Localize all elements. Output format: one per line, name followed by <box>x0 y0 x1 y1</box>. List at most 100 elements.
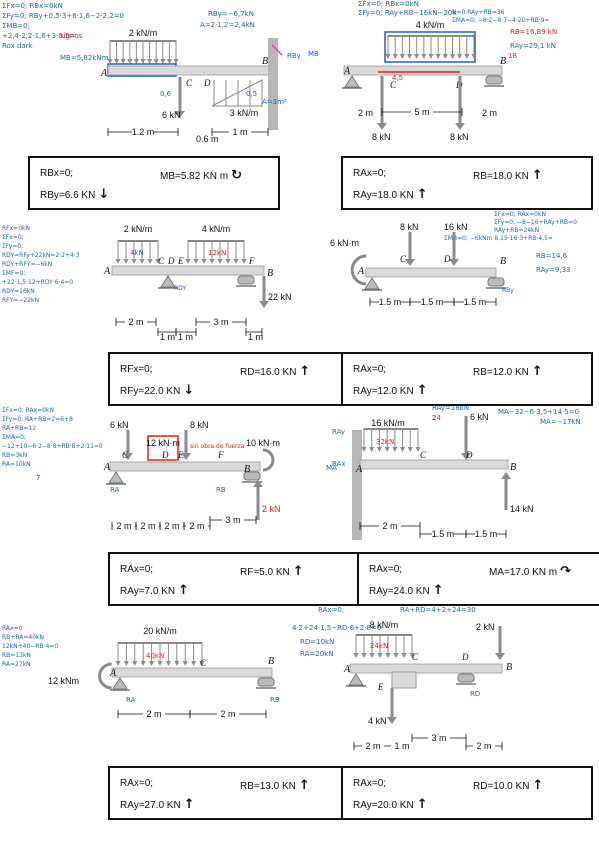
diagram-label: 4 kN/m <box>202 224 231 234</box>
handwritten-note: RB=3kN <box>2 452 27 459</box>
load-arrow-head <box>387 717 397 724</box>
distributed-load-arrow-head <box>123 259 129 264</box>
handwritten-note: ΣMB=0; −6kNm·8,15·16·3+RB·4,5= <box>444 235 553 242</box>
handwritten-note: RB=13kN <box>2 652 31 659</box>
dimension-label: 1.2 m <box>132 127 155 137</box>
diagram-label: 20 kN/m <box>143 626 177 636</box>
diagram-label: 2 kN/m <box>124 224 153 234</box>
handwritten-note: A=2·1,2=2,4kN <box>200 21 255 29</box>
distributed-load-arrow-head <box>421 54 427 59</box>
moment-arrow <box>262 448 275 472</box>
dimension-label: 2 m <box>189 521 204 531</box>
dimension-label-bg <box>113 520 135 531</box>
distributed-load-arrow-head <box>201 259 207 264</box>
answer-box-3: RFx=0; RFy=22.0 KN↓ RD=16.0 KN↑ <box>108 352 360 406</box>
distributed-load-arrow-head <box>140 661 146 666</box>
roller-support <box>487 277 505 287</box>
dimension-label: 2 m <box>220 709 235 719</box>
dimension-label-bg <box>210 316 232 327</box>
dimension-label: 2 m <box>128 317 143 327</box>
dimension-label: 3 m <box>431 733 446 743</box>
handwritten-note: 12kN <box>208 249 226 257</box>
answer-line: RAy=12.0 KN↑ <box>353 383 428 398</box>
diagram-label: C <box>420 450 427 460</box>
distributed-load-arrow-head <box>147 259 153 264</box>
handwritten-box <box>147 435 179 461</box>
diagram-label: 2 kN <box>476 622 495 632</box>
diagram-label: 3 kN/m <box>230 108 259 118</box>
diagram-label: 10 kN·m <box>246 438 280 448</box>
answer-line: RBx=0; <box>40 168 74 179</box>
distributed-load-arrow-head <box>435 54 441 59</box>
arrow-up-icon: ↑ <box>416 797 428 812</box>
distributed-load-arrow-head <box>377 653 383 658</box>
handwritten-note: ΣFy=0; RAy+RB−16kN−20k <box>358 9 457 17</box>
distributed-load-arrow-head <box>193 259 199 264</box>
beam <box>349 663 503 674</box>
distributed-load-bar <box>364 428 418 430</box>
distributed-load-arrow-head <box>428 54 434 59</box>
distributed-load-arrow-head <box>361 653 367 658</box>
answer-line: RB=18.0 KN↑ <box>473 168 543 183</box>
handwritten-note: RDY=16kN <box>2 288 35 295</box>
distributed-load-arrow-head <box>385 653 391 658</box>
distributed-load-arrow-head <box>471 54 477 59</box>
arrow-up-icon: ↑ <box>532 778 544 793</box>
diagram-label: D <box>465 450 473 460</box>
diagram-label: C <box>158 256 165 266</box>
handwritten-note: RDY+RFY=−6kN <box>2 261 52 268</box>
handwritten-note: RA=27kN <box>2 661 31 668</box>
handwritten-note: MB=5,82kNm <box>60 54 109 62</box>
diagram-label: E <box>177 450 184 460</box>
beam <box>111 667 273 678</box>
dimension-label: 2 m <box>482 108 497 118</box>
arrow-up-icon: ↑ <box>416 187 428 202</box>
handwritten-note: −12+10−6·2−8·8+RB·8+2·11=0 <box>2 443 103 450</box>
distributed-load-arrow-head <box>450 54 455 59</box>
diagram-label: 8 kN <box>190 420 209 430</box>
distributed-load-arrow-head <box>123 661 129 666</box>
diagram-label: D <box>443 254 451 264</box>
answer-box-1: RBx=0; RBy=6.6 KN↓ MB=5.82 KN m↻ <box>28 156 280 210</box>
diagram-label: 2 kN <box>262 504 281 514</box>
dimension-label-bg <box>379 296 401 307</box>
bracket <box>391 671 417 689</box>
distributed-load-arrow-head <box>160 59 166 64</box>
handwritten-note: ΣFx=0; RBx=0kN <box>2 2 63 10</box>
distributed-load-arrow-head <box>165 661 171 666</box>
handwritten-note: 7 <box>36 474 40 482</box>
roller-support <box>237 275 255 285</box>
diagram-label: E <box>377 682 384 692</box>
beam <box>111 265 265 276</box>
answer-line: MA=17.0 KN m↷ <box>489 564 571 579</box>
handwritten-note: 4·2+24·1,5−RD·6+2·8=0 <box>292 624 381 632</box>
diagram-label: 2 kN/m <box>129 28 158 38</box>
reaction-sketch <box>271 44 283 56</box>
arrow-up-icon: ↑ <box>292 564 304 579</box>
distributed-load-arrow-head <box>409 653 415 658</box>
diagram-label: C <box>400 254 407 264</box>
distributed-load-arrow-head <box>392 447 398 452</box>
dimension-label: 1 m <box>394 741 409 751</box>
answer-box-2: RAx=0; RAy=18.0 KN↑ RB=18.0 KN↑ <box>341 156 593 210</box>
handwritten-note: N=0 RAy+RB=36 <box>452 9 505 16</box>
handwritten-note: 24kN <box>370 642 388 650</box>
moment-arrow <box>350 254 367 286</box>
distributed-load-arrow-head <box>361 447 367 452</box>
beam <box>109 461 261 472</box>
wall <box>268 38 278 130</box>
diagram-label: 12 kN·m <box>146 438 180 448</box>
distributed-load-arrow-head <box>464 54 470 59</box>
distributed-load-arrow-head <box>115 259 121 264</box>
distributed-load-arrow-head <box>399 54 405 59</box>
distributed-load-arrow-head <box>132 661 138 666</box>
handwritten-note: 12kN+40−RB·4=0 <box>2 643 58 650</box>
arrow-up-icon: ↑ <box>531 364 543 379</box>
handwritten-note: RBy <box>287 52 301 60</box>
diagram-label: 8 kN/m <box>370 620 399 630</box>
distributed-load-arrow-head <box>115 661 121 666</box>
diagram-label: 8 kN <box>372 132 391 142</box>
handwritten-note: ΣFy=0; −8−16+RAy+RB=0 <box>494 219 577 226</box>
distributed-load-arrow-head <box>139 259 145 264</box>
diagram-label: 6 kN <box>470 412 489 422</box>
